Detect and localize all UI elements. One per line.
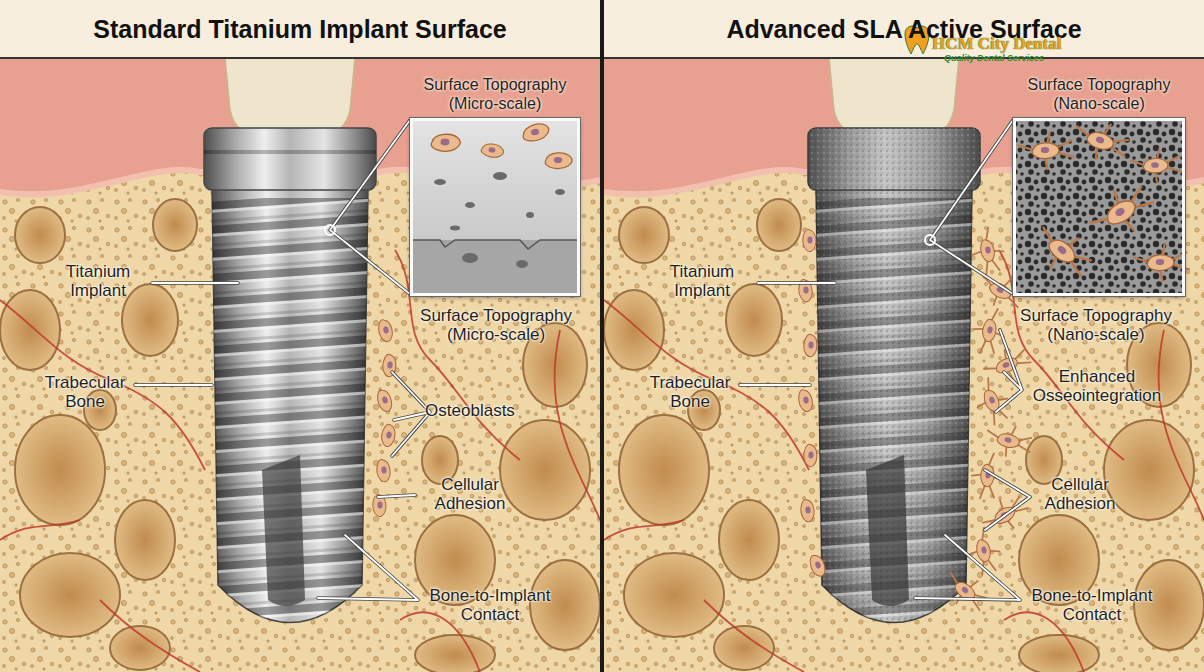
magnified-inset: Surface Topography (Nano-scale) [1013,118,1185,296]
callout-label: Titanium Implant [652,262,752,300]
panel-divider [600,0,604,672]
callout-label: Titanium Implant [48,262,148,300]
inset-heading: Surface Topography (Nano-scale) [1004,76,1194,113]
callout-label: Enhanced Osseointegration [1007,367,1187,405]
nano-surface [1013,114,1189,296]
micro-surface [410,118,580,296]
callout-label: Cellular Adhesion [1025,475,1135,513]
bone-panel [604,0,1204,672]
callout-label: Bone-to-Implant Contact [410,586,570,624]
bone-panel [0,0,600,672]
watermark: HCM City Dental [932,34,1092,53]
watermark: Quality Dental Services [944,53,1104,63]
panel-heading: Standard Titanium Implant Surface [0,0,600,58]
callout-label: Bone-to-Implant Contact [1012,586,1172,624]
leader-lines [135,120,1030,600]
callout-label: Trabecular Bone [640,373,740,411]
inset-heading: Surface Topography (Micro-scale) [401,76,589,113]
callout-label: Surface Topography (Micro-scale) [401,306,591,344]
callout-label: Osteoblasts [405,401,535,420]
callout-label: Surface Topography (Nano-scale) [1001,306,1191,344]
osteoblasts [373,319,397,517]
callout-label: Trabecular Bone [35,373,135,411]
panel-heading: Advanced SLA Active Surface [604,0,1204,58]
magnified-inset: Surface Topography (Micro-scale) [410,118,580,296]
callout-label: Cellular Adhesion [415,475,525,513]
